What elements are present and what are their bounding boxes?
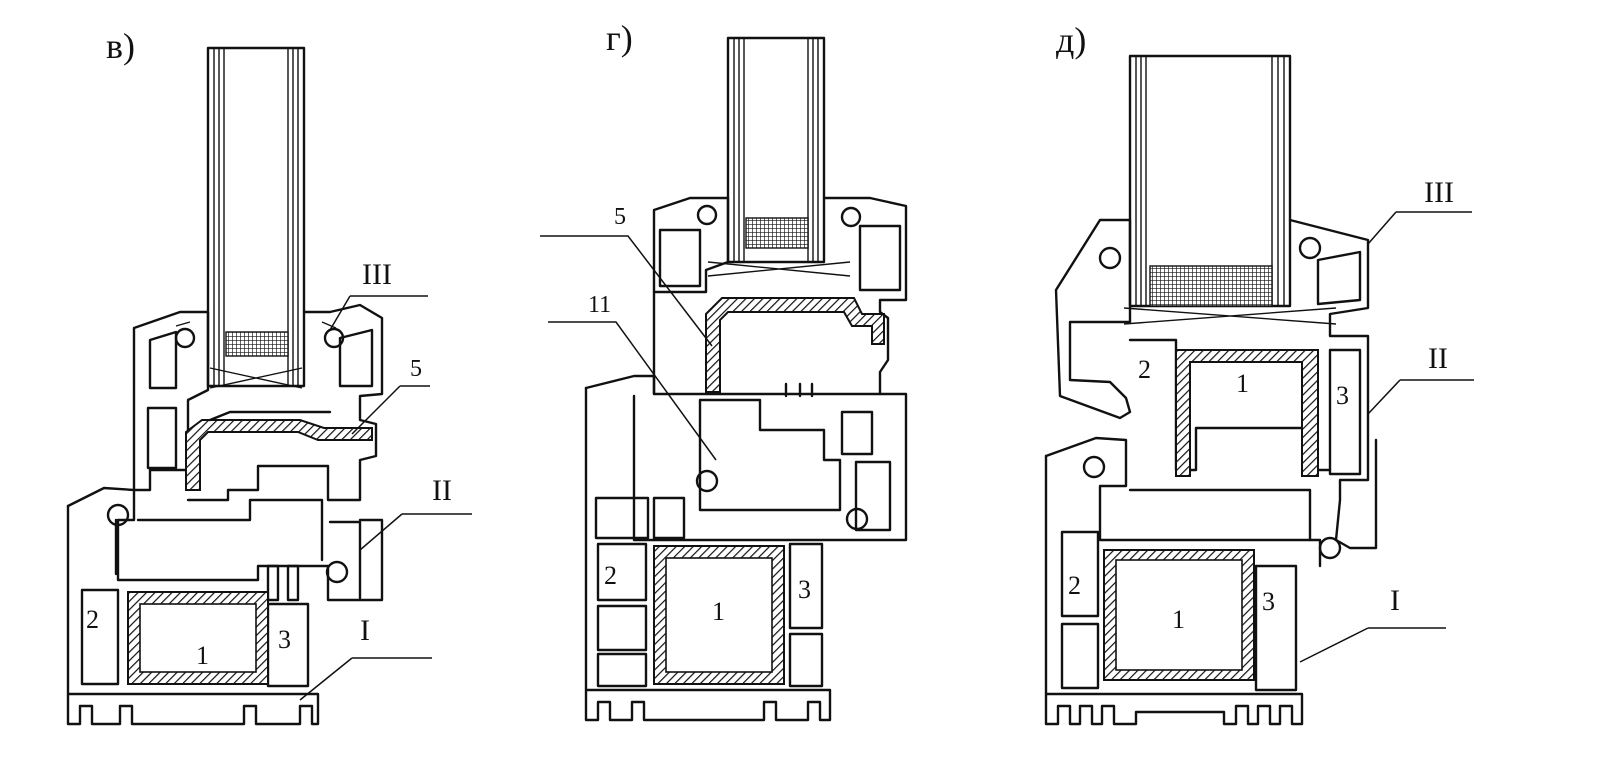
panel-v-callout-II: II xyxy=(432,474,452,507)
panel-g-callout-5: 5 xyxy=(614,204,626,230)
panel-g-callout-11: 11 xyxy=(588,292,611,318)
panel-v-callout-5: 5 xyxy=(410,356,422,382)
panel-g-reinforcement-5 xyxy=(705,297,885,393)
panel-g-number-right: 3 xyxy=(798,575,811,604)
panel-g-frame-outline xyxy=(584,374,656,396)
panel-d-steel-core-upper xyxy=(1175,349,1319,477)
panel-d-callout-III: III xyxy=(1424,176,1454,209)
panel-d-glass-unit xyxy=(1123,54,1337,325)
panel-d-number-right-top: 3 xyxy=(1336,381,1349,410)
panel-v-number-right: 3 xyxy=(278,625,291,654)
panel-d-sash-outline xyxy=(1054,218,1132,420)
panel-d-number-left-top: 2 xyxy=(1138,355,1151,384)
panel-v-frame-outline xyxy=(66,486,384,602)
panel-d-label: д) xyxy=(1056,20,1086,60)
panel-v-number-left: 2 xyxy=(86,605,99,634)
panel-g-number-left: 2 xyxy=(604,561,617,590)
panel-g: г) 1 2 xyxy=(540,18,908,722)
panel-v-reinforcement-5 xyxy=(185,419,373,491)
panel-v-label: в) xyxy=(106,26,135,66)
panel-d-number-left-bottom: 2 xyxy=(1068,571,1081,600)
panel-d-number-core-top: 1 xyxy=(1236,369,1249,398)
panel-d: д) 1 1 2 2 3 xyxy=(1044,20,1474,726)
panel-d-number-core-bottom: 1 xyxy=(1172,605,1185,634)
panel-d-frame-outline xyxy=(1044,436,1322,568)
panel-d-callout-I: I xyxy=(1390,584,1400,617)
panel-v-number-core: 1 xyxy=(196,641,209,670)
panel-g-sash-outline xyxy=(652,196,730,294)
panel-g-spacer-mesh xyxy=(745,217,809,249)
panel-v-callout-III: III xyxy=(362,258,392,291)
panel-v-spacer-mesh xyxy=(225,331,289,357)
panel-d-callout-II: II xyxy=(1428,342,1448,375)
panel-d-spacer-mesh xyxy=(1149,265,1273,307)
panel-d-number-right-bottom: 3 xyxy=(1262,587,1275,616)
panel-g-number-core: 1 xyxy=(712,597,725,626)
panel-v: в) 1 2 3 xyxy=(66,26,472,726)
panel-v-callout-I: I xyxy=(360,614,370,647)
panel-g-label: г) xyxy=(606,18,633,58)
panel-g-glass-unit xyxy=(707,36,851,277)
panel-v-glass-unit xyxy=(206,46,306,389)
